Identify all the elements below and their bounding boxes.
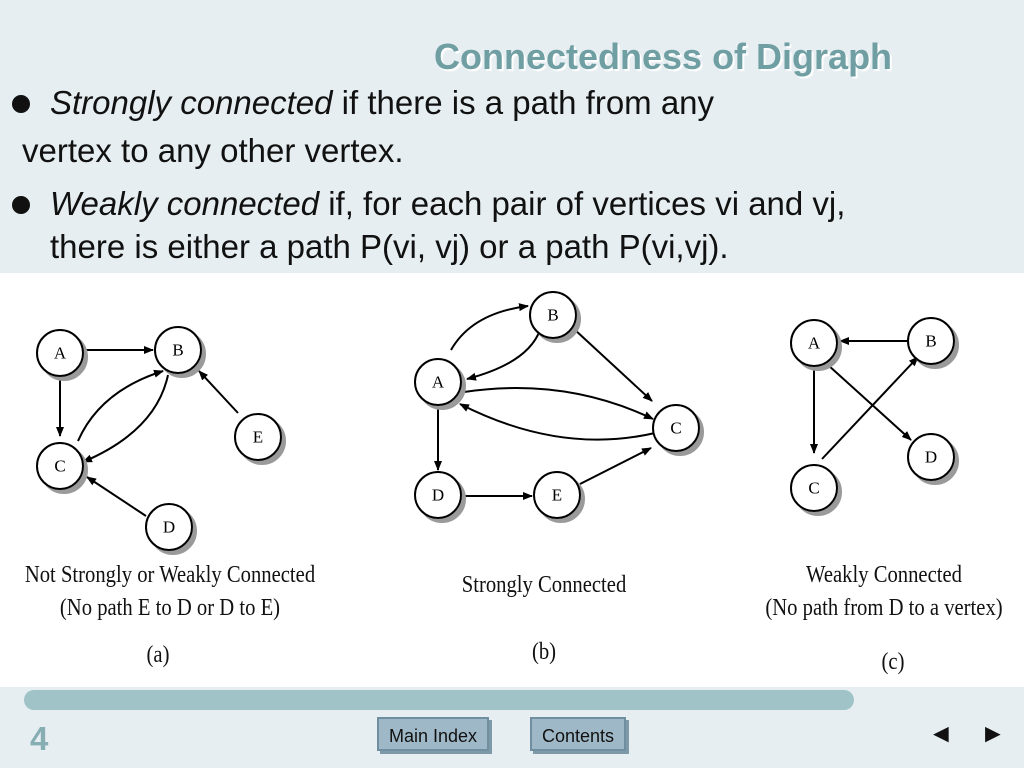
- edge-c-A-D: [827, 364, 912, 441]
- edge-a-E-B: [198, 370, 239, 414]
- caption-c-line-2: (No path from D to a vertex): [765, 595, 1003, 621]
- figure-panel: A B C D E A B C D E A B C D Not Strongly…: [0, 273, 1024, 687]
- node-label-b-C: C: [670, 419, 681, 438]
- bullet-1-line-2: vertex to any other vertex.: [22, 132, 404, 169]
- node-b-E: [533, 471, 581, 519]
- node-b-A: [414, 358, 462, 406]
- node-b-D: [414, 471, 462, 519]
- node-a-B: [154, 326, 202, 374]
- bullet-1-rest: if there is a path from any: [332, 84, 715, 121]
- bullet-dot-2: [12, 196, 30, 214]
- page-number: 4: [30, 720, 49, 757]
- node-a-A: [36, 329, 84, 377]
- node-b-B: [529, 291, 577, 339]
- edge-b-A-C: [463, 387, 654, 420]
- edge-b-A-B: [450, 303, 529, 351]
- progress-bar: [24, 690, 854, 710]
- node-c-C: [790, 464, 838, 512]
- caption-c-line-1: Weakly Connected: [806, 562, 962, 588]
- contents-button[interactable]: Contents: [530, 717, 627, 751]
- edge-a-B-C: [82, 374, 169, 463]
- node-b-C: [652, 404, 700, 452]
- bullet-2-line-1: Weakly connected if, for each pair of ve…: [50, 185, 845, 223]
- bullet-1-line-1: Strongly connected if there is a path fr…: [50, 84, 714, 122]
- node-c-B: [907, 317, 955, 365]
- node-a-D: [145, 503, 193, 551]
- node-c-D: [907, 433, 955, 481]
- bullet-2-line-2: there is either a path P(vi, vj) or a pa…: [50, 228, 729, 265]
- slide-title: Connectedness of Digraph: [434, 36, 893, 77]
- node-label-a-A: A: [54, 344, 67, 363]
- caption-b-line-1: Strongly Connected: [461, 572, 627, 598]
- node-label-c-D: D: [925, 448, 937, 467]
- edge-b-E-C: [579, 447, 652, 485]
- bullet-2-term: Weakly connected: [50, 185, 320, 222]
- digraph-figures: A B C D E A B C D E A B C D: [36, 291, 955, 551]
- node-label-b-A: A: [432, 373, 445, 392]
- edge-a-C-B: [77, 369, 164, 442]
- node-label-a-C: C: [54, 457, 65, 476]
- node-c-A: [790, 319, 838, 367]
- caption-a-label: (a): [146, 642, 170, 668]
- caption-a-line-1: Not Strongly or Weakly Connected: [24, 562, 316, 588]
- bullet-1-term: Strongly connected: [50, 84, 333, 121]
- next-slide-icon[interactable]: ►: [980, 718, 1006, 748]
- node-label-b-D: D: [432, 486, 444, 505]
- caption-c-label: (c): [881, 649, 905, 675]
- node-a-E: [234, 413, 282, 461]
- prev-slide-icon[interactable]: ◄: [928, 718, 954, 748]
- main-index-button[interactable]: Main Index: [377, 717, 490, 751]
- graph-a-nodes: [36, 326, 282, 551]
- edge-b-B-A: [466, 329, 541, 381]
- graph-c-nodes: [790, 317, 955, 512]
- edge-c-C-B: [821, 356, 919, 460]
- node-label-c-B: B: [925, 332, 936, 351]
- node-label-a-E: E: [253, 428, 263, 447]
- node-label-c-A: A: [808, 334, 821, 353]
- caption-b-label: (b): [531, 639, 557, 665]
- bullet-dot-1: [12, 95, 30, 113]
- node-label-c-C: C: [808, 479, 819, 498]
- edge-b-C-A: [459, 403, 656, 441]
- edge-b-B-C: [573, 328, 653, 402]
- node-label-a-D: D: [163, 518, 175, 537]
- graph-b-nodes: [414, 291, 700, 519]
- caption-a-line-2: (No path E to D or D to E): [59, 595, 281, 621]
- node-a-C: [36, 442, 84, 490]
- node-label-b-B: B: [547, 306, 558, 325]
- node-label-a-B: B: [172, 341, 183, 360]
- edge-a-D-C: [86, 476, 147, 517]
- node-label-b-E: E: [552, 486, 562, 505]
- bullet-2-rest: if, for each pair of vertices vi and vj,: [319, 185, 846, 222]
